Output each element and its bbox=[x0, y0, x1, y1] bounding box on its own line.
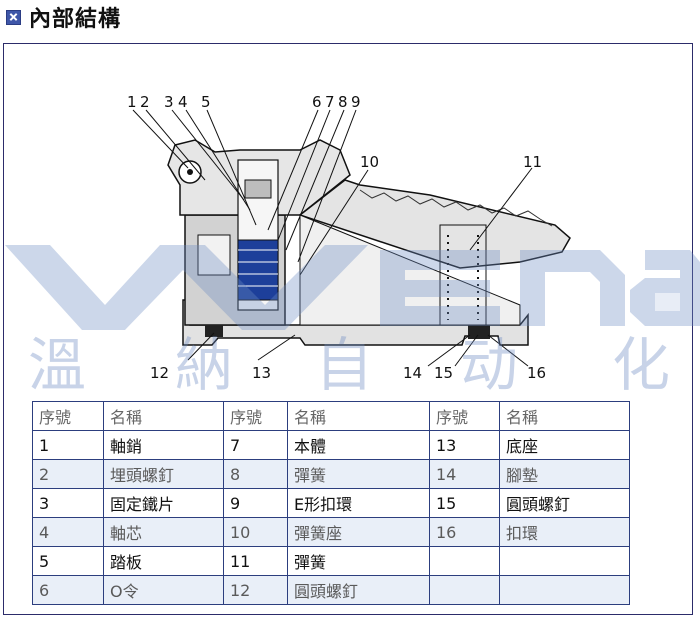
callout-12: 12 bbox=[150, 364, 169, 382]
callout-13: 13 bbox=[252, 364, 271, 382]
spring-housing bbox=[439, 224, 487, 326]
section-title: 內部結構 bbox=[29, 7, 122, 32]
table-cell: 圓頭螺釘 bbox=[287, 575, 430, 605]
base-screw-right bbox=[468, 325, 490, 339]
table-cell bbox=[429, 546, 500, 576]
table-header-row: 序號 名稱 序號 名稱 序號 名稱 bbox=[32, 401, 630, 431]
table-cell: 1 bbox=[32, 430, 104, 460]
table-cell: 4 bbox=[32, 517, 104, 547]
table-cell: 彈簧座 bbox=[287, 517, 430, 547]
table-cell bbox=[499, 546, 630, 576]
table-cell bbox=[499, 575, 630, 605]
pivot-center bbox=[187, 169, 193, 175]
table-cell: 11 bbox=[223, 546, 288, 576]
table-cell: 軸銷 bbox=[103, 430, 224, 460]
table-row: 3 固定鐵片 9 E形扣環 15 圓頭螺釘 bbox=[32, 488, 630, 518]
callout-16: 16 bbox=[527, 364, 546, 382]
table-cell: 7 bbox=[223, 430, 288, 460]
header-cell: 名稱 bbox=[287, 401, 430, 431]
table-cell: 5 bbox=[32, 546, 104, 576]
blue-square-x-icon bbox=[6, 9, 21, 25]
table-cell: 2 bbox=[32, 459, 104, 489]
header-cell: 序號 bbox=[32, 401, 104, 431]
callout-10: 10 bbox=[360, 153, 379, 171]
table-cell: E形扣環 bbox=[287, 488, 430, 518]
callout-4: 4 bbox=[178, 93, 188, 111]
table-row: 6 O令 12 圓頭螺釘 bbox=[32, 575, 630, 605]
table-cell: 3 bbox=[32, 488, 104, 518]
table-row: 1 軸銷 7 本體 13 底座 bbox=[32, 430, 630, 460]
spool-spring bbox=[237, 239, 279, 301]
table-cell: 16 bbox=[429, 517, 500, 547]
table-row: 5 踏板 11 彈簧 bbox=[32, 546, 630, 576]
callout-lines bbox=[132, 109, 533, 367]
callout-9: 9 bbox=[351, 93, 361, 111]
header-cell: 序號 bbox=[429, 401, 500, 431]
section-header: 內部結構 bbox=[6, 2, 121, 32]
table-cell: 腳墊 bbox=[499, 459, 630, 489]
callout-3: 3 bbox=[164, 93, 174, 111]
callout-1: 1 bbox=[127, 93, 137, 111]
table-cell: 6 bbox=[32, 575, 104, 605]
table-cell: O令 bbox=[103, 575, 224, 605]
table-cell: 13 bbox=[429, 430, 500, 460]
table-cell: 軸芯 bbox=[103, 517, 224, 547]
table-cell: 圓頭螺釘 bbox=[499, 488, 630, 518]
header-cell: 名稱 bbox=[103, 401, 224, 431]
table-cell: 彈簧 bbox=[287, 459, 430, 489]
base-screw-left bbox=[205, 325, 223, 337]
table-cell: 12 bbox=[223, 575, 288, 605]
table-cell: 扣環 bbox=[499, 517, 630, 547]
header-cell: 名稱 bbox=[499, 401, 630, 431]
callout-6: 6 bbox=[312, 93, 322, 111]
table-cell bbox=[429, 575, 500, 605]
table-cell: 8 bbox=[223, 459, 288, 489]
table-cell: 14 bbox=[429, 459, 500, 489]
callout-15: 15 bbox=[434, 364, 453, 382]
callout-11: 11 bbox=[523, 153, 542, 171]
table-row: 2 埋頭螺釘 8 彈簧 14 腳墊 bbox=[32, 459, 630, 489]
pedal-side bbox=[299, 214, 521, 326]
callout-7: 7 bbox=[325, 93, 335, 111]
callout-14: 14 bbox=[403, 364, 422, 382]
table-cell: 埋頭螺釘 bbox=[103, 459, 224, 489]
table-cell: 本體 bbox=[287, 430, 430, 460]
pedal bbox=[298, 179, 571, 269]
callout-5: 5 bbox=[201, 93, 211, 111]
table-row: 4 軸芯 10 彈簧座 16 扣環 bbox=[32, 517, 630, 547]
table-cell: 踏板 bbox=[103, 546, 224, 576]
callout-2: 2 bbox=[140, 93, 150, 111]
parts-table: 序號 名稱 序號 名稱 序號 名稱 1 軸銷 7 本體 13 底座 2 埋頭螺釘… bbox=[32, 401, 630, 605]
content-frame bbox=[3, 43, 693, 615]
table-cell: 固定鐵片 bbox=[103, 488, 224, 518]
table-cell: 底座 bbox=[499, 430, 630, 460]
table-cell: 9 bbox=[223, 488, 288, 518]
header-cell: 序號 bbox=[223, 401, 288, 431]
pedal-ridges bbox=[359, 189, 553, 227]
body-port bbox=[197, 234, 231, 276]
table-cell: 10 bbox=[223, 517, 288, 547]
callout-8: 8 bbox=[338, 93, 348, 111]
table-cell: 彈簧 bbox=[287, 546, 430, 576]
table-cell: 15 bbox=[429, 488, 500, 518]
stem-head bbox=[244, 179, 272, 199]
